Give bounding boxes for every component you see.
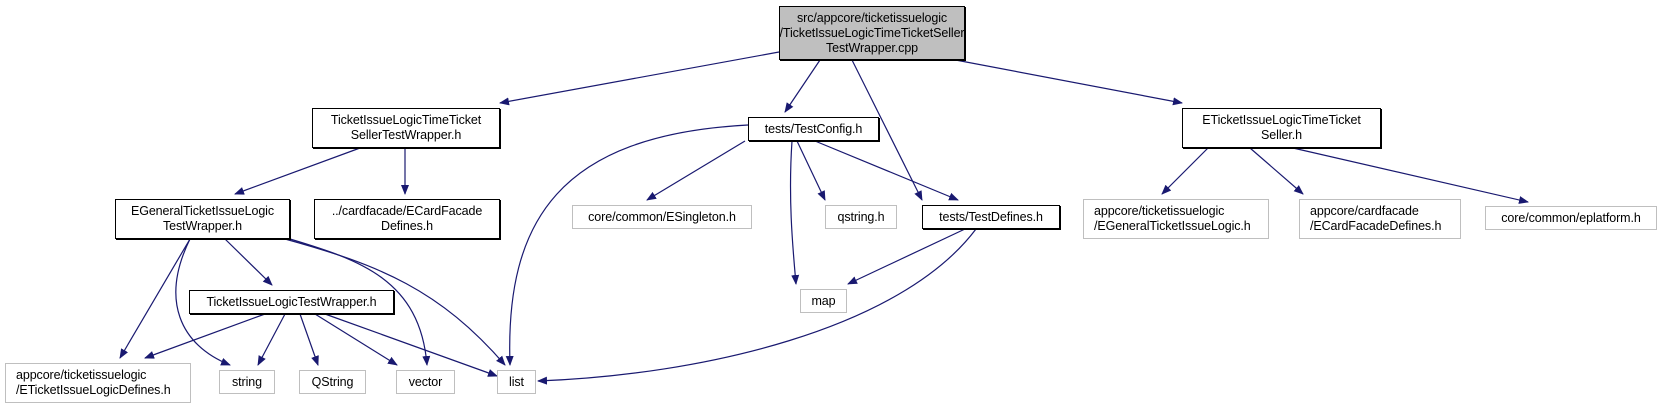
edge-tiltw-to-etdefines <box>144 313 266 359</box>
node-root[interactable]: src/appcore/ticketissuelogic /TicketIssu… <box>779 6 965 60</box>
node-testconfig[interactable]: tests/TestConfig.h <box>748 117 879 141</box>
node-cardfacade-abs[interactable]: appcore/cardfacade /ECardFacadeDefines.h <box>1299 199 1461 239</box>
edge-egen_tw-to-list <box>284 238 506 366</box>
node-etime-h[interactable]: ETicketIssueLogicTimeTicket Seller.h <box>1182 108 1381 148</box>
edge-etime_h-to-eplatform <box>1292 147 1529 204</box>
node-tsw-h[interactable]: TicketIssueLogicTimeTicket SellerTestWra… <box>312 108 500 148</box>
edge-root-to-testconfig <box>784 59 821 113</box>
edge-testconfig-to-esingleton <box>646 140 746 201</box>
edge-egen_tw-to-string <box>175 238 231 366</box>
edge-testconfig-to-map <box>789 140 800 285</box>
edge-testconfig-to-testdefines <box>814 140 959 201</box>
edge-tiltw-to-vector <box>314 313 398 366</box>
node-eplatform[interactable]: core/common/eplatform.h <box>1485 206 1657 230</box>
edge-testdefines-to-map <box>847 228 966 285</box>
edge-testconfig-to-qstring_h <box>796 140 826 201</box>
node-list[interactable]: list <box>497 370 536 394</box>
edge-testconfig-to-list <box>505 124 749 366</box>
edge-etime_h-to-egen_logic <box>1161 147 1209 195</box>
edge-tiltw-to-list <box>324 313 498 377</box>
edge-egen_tw-to-vector <box>289 238 431 366</box>
edge-egen_tw-to-tiltw <box>224 238 273 286</box>
edge-etime_h-to-cardfacade_abs <box>1249 147 1304 195</box>
node-etdefines[interactable]: appcore/ticketissuelogic /ETicketIssueLo… <box>5 363 191 403</box>
edge-tiltw-to-string <box>257 313 286 366</box>
edge-root-to-testdefines <box>851 59 923 201</box>
node-egen-tw[interactable]: EGeneralTicketIssueLogic TestWrapper.h <box>115 199 290 239</box>
node-map[interactable]: map <box>800 289 847 313</box>
node-testdefines[interactable]: tests/TestDefines.h <box>922 205 1060 229</box>
node-tiltw[interactable]: TicketIssueLogicTestWrapper.h <box>189 290 394 314</box>
node-vector[interactable]: vector <box>396 370 455 394</box>
edge-testdefines-to-list <box>537 228 977 385</box>
edge-root-to-tsw_h <box>499 51 780 106</box>
node-string[interactable]: string <box>219 370 275 394</box>
node-qstring[interactable]: QString <box>299 370 366 394</box>
node-cardfacade-rel[interactable]: ../cardfacade/ECardFacade Defines.h <box>314 199 500 239</box>
edge-egen_tw-to-etdefines <box>119 238 191 359</box>
edge-tiltw-to-QString <box>299 313 319 366</box>
node-qstring-h[interactable]: qstring.h <box>825 205 897 229</box>
node-egen-logic[interactable]: appcore/ticketissuelogic /EGeneralTicket… <box>1083 199 1269 239</box>
edge-root-to-etime_h <box>944 57 1183 106</box>
edge-tsw_h-to-egen_tw <box>234 147 361 195</box>
node-esingleton[interactable]: core/common/ESingleton.h <box>572 205 752 229</box>
